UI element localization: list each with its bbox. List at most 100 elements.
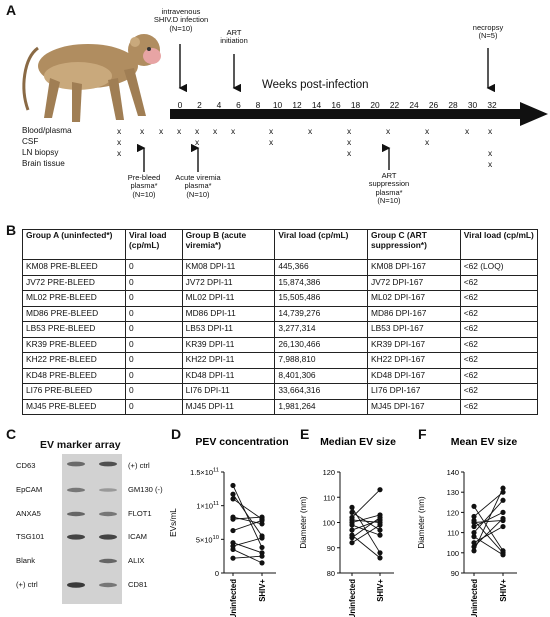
data-point-shiv	[259, 560, 265, 566]
header-group-a: Group A (uninfected*)	[22, 229, 126, 260]
ev-right-label: GM130 (-)	[128, 485, 163, 494]
table-cell: 7,988,810	[274, 352, 369, 369]
table-cell: MJ45 DPI-167	[367, 398, 461, 415]
sampling-mark: x	[159, 126, 164, 136]
table-cell: 0	[125, 398, 183, 415]
table-cell: 26,130,466	[274, 336, 369, 353]
ev-left-label: Blank	[16, 556, 35, 565]
panel-label-b: B	[6, 222, 17, 238]
table-cell: 3,277,314	[274, 321, 369, 338]
ev-left-label: EpCAM	[16, 485, 43, 494]
sampling-mark: x	[231, 126, 236, 136]
data-point-uninfected	[230, 555, 236, 561]
table-cell: LB53 DPI-11	[181, 321, 276, 338]
row-label-blood: Blood/plasma	[22, 126, 72, 135]
y-tick-label: 100	[447, 549, 459, 558]
ev-right-label: CD81	[128, 580, 148, 589]
pair-line	[473, 491, 504, 517]
table-cell: <62	[459, 352, 539, 369]
y-tick-label: 110	[447, 529, 459, 538]
timeline-tick-label: 22	[389, 100, 400, 110]
annotation-art-suppression: ART suppression plasma* (N=10)	[368, 171, 410, 206]
y-tick-label: 80	[327, 569, 335, 578]
table-cell: <62	[459, 290, 539, 307]
macaque-icon	[22, 34, 161, 122]
annotation-acute: Acute viremia plasma* (N=10)	[175, 173, 221, 199]
pair-line	[473, 506, 504, 552]
pair-line	[473, 536, 504, 556]
data-point-uninfected	[471, 534, 477, 540]
annotation-necropsy: necropsy (N=5)	[472, 23, 504, 41]
ev-left-label: TSG101	[16, 532, 45, 541]
ev-right-label: ICAM	[128, 532, 147, 541]
ev-right-label: ALIX	[128, 556, 145, 565]
data-point-uninfected	[230, 527, 236, 534]
table-cell: 0	[125, 259, 183, 276]
table-cell: LB53 PRE-BLEED	[22, 321, 126, 338]
pair-line	[232, 520, 263, 532]
data-point-uninfected	[349, 509, 355, 515]
panel-label-d: D	[171, 426, 182, 442]
macaque-illustration	[22, 34, 161, 122]
table-cell: KH22 DPI-167	[367, 352, 461, 369]
x-category-label: SHIV+	[499, 579, 508, 602]
data-point-shiv	[377, 532, 383, 538]
table-cell: <62	[459, 398, 539, 415]
data-point-uninfected	[230, 496, 236, 502]
y-tick-label: 90	[451, 569, 459, 578]
data-point-uninfected	[471, 503, 477, 509]
data-point-uninfected	[471, 540, 477, 546]
table-cell: MD86 PRE-BLEED	[22, 305, 126, 322]
y-tick-label: 0	[215, 569, 219, 578]
table-cell: 0	[125, 274, 183, 291]
pair-line	[232, 549, 263, 564]
row-label-csf: CSF	[22, 137, 39, 146]
y-tick-label: 1.5×1011	[190, 468, 219, 478]
table-cell: MJ45 PRE-BLEED	[22, 398, 126, 415]
sampling-mark: x	[425, 126, 430, 136]
pair-line	[232, 537, 263, 547]
sampling-mark: x	[386, 126, 391, 136]
table-cell: <62	[459, 321, 539, 338]
data-point-shiv	[259, 553, 265, 559]
data-point-uninfected	[471, 544, 477, 550]
annotation-art-initiation: ART initiation	[220, 28, 248, 46]
sampling-mark: x	[347, 148, 352, 158]
table-cell: JV72 DPI-167	[367, 274, 461, 291]
table-cell: ML02 DPI-11	[181, 290, 276, 307]
timeline-tick-label: 16	[331, 100, 341, 110]
data-point-shiv	[377, 550, 383, 556]
table-cell: LI76 DPI-167	[367, 383, 461, 400]
table-cell: 0	[125, 321, 183, 338]
pair-line	[232, 516, 263, 525]
sampling-mark: x	[269, 126, 274, 136]
pair-line	[232, 498, 263, 520]
pair-line	[351, 524, 381, 536]
ev-array-title: EV marker array	[40, 439, 121, 451]
data-point-shiv	[500, 523, 506, 530]
x-category-label: Uninfected	[229, 579, 238, 617]
ev-right-label: FLOT1	[128, 509, 152, 518]
y-tick-label: 110	[323, 493, 335, 502]
timeline-tick-label: 32	[487, 100, 497, 110]
sampling-mark: x	[195, 126, 200, 136]
sampling-mark: x	[347, 126, 352, 136]
data-point-uninfected	[349, 522, 355, 528]
timeline-tick-label: 10	[272, 100, 283, 110]
timeline-tick-label: 8	[255, 100, 261, 110]
timeline-tick-label: 28	[448, 100, 458, 110]
timeline-tick-label: 20	[370, 100, 380, 110]
pair-line	[351, 524, 381, 544]
y-tick-label: 120	[323, 468, 335, 477]
ev-membrane	[62, 454, 122, 604]
pair-line	[473, 499, 504, 533]
ev-right-label: (+) ctrl	[128, 461, 150, 470]
